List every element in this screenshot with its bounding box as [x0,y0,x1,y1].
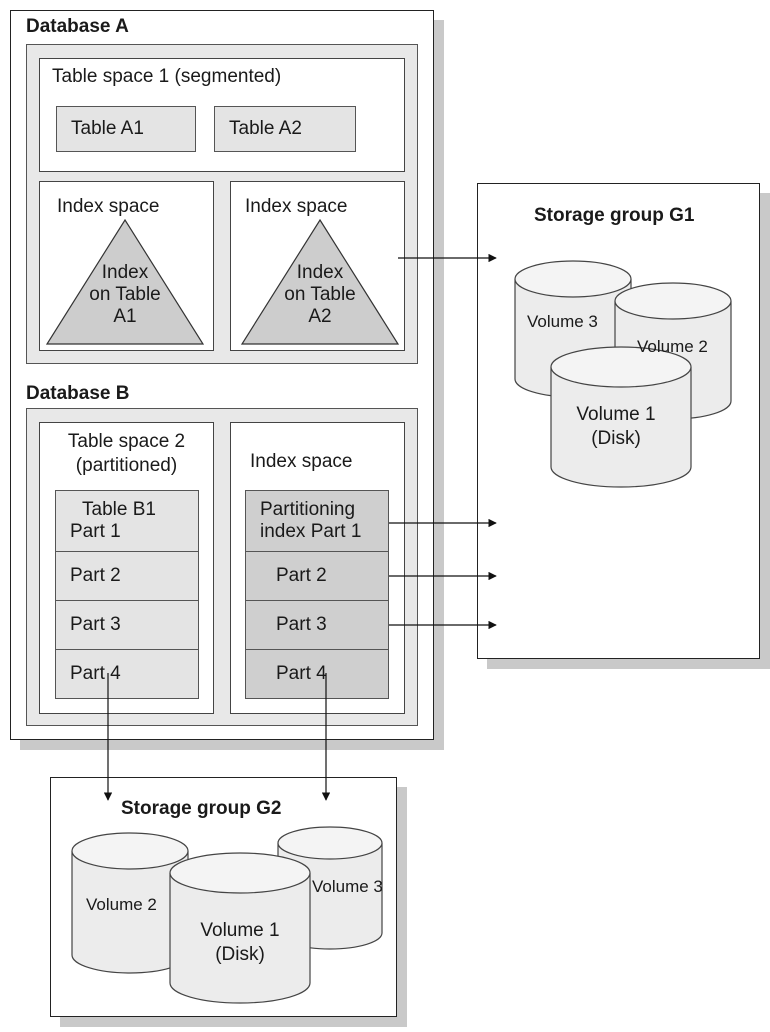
partition-index-part-2-label: Part 2 [276,565,327,586]
index-a1-line2: on Table [89,284,161,305]
partition-index-part-1-line1: Partitioning [260,499,356,520]
database-b-title: Database B [26,383,130,404]
storage-group-g2-volumes [71,826,383,1004]
index-space-a2-title: Index space [245,196,348,217]
index-a1-line3: A1 [113,306,137,327]
table-a2: Table A2 [214,106,356,152]
table-b1-part-1-line1: Table B1 [82,499,156,520]
g2-volume-1-label: Volume 1 (Disk) [185,919,295,967]
g1-volume-3-label: Volume 3 [527,312,598,331]
g2-volume-2-label: Volume 2 [86,895,157,914]
index-a1-label: Index on Table A1 [75,262,175,328]
partition-index-part-3-label: Part 3 [276,614,327,635]
table-a1: Table A1 [56,106,196,152]
database-a-title: Database A [26,16,129,37]
table-a2-label: Table A2 [229,118,302,139]
table-b1-part-2-label: Part 2 [70,565,121,586]
index-a1-triangle [45,218,205,345]
storage-group-g2-title: Storage group G2 [121,798,282,819]
storage-group-g1-title: Storage group G1 [534,205,695,226]
g2-volume-2-cylinder [71,832,189,974]
g2-volume-1-line1: Volume 1 [200,920,280,941]
storage-group-g1-volumes [514,260,732,488]
table-b1-part-4-label: Part 4 [70,663,121,684]
index-a1-triangle-graphic [45,218,205,345]
partition-index-part-3: Part 3 [245,600,389,650]
table-b1-part-4: Part 4 [55,649,199,699]
index-space-b-title: Index space [250,451,353,472]
table-space-2-title-line1: Table space 2 [67,431,186,452]
g2-volume-1-line2: (Disk) [215,944,265,965]
table-b1-part-2: Part 2 [55,551,199,601]
g1-volume-1-cylinder [550,346,692,488]
index-a1-line1: Index [101,262,149,283]
table-space-2-title: Table space 2 (partitioned) [39,430,214,478]
table-b1-part-3: Part 3 [55,600,199,650]
partition-index-part-4: Part 4 [245,649,389,699]
index-a2-line2: on Table [284,284,356,305]
g2-volume-1-cylinder [169,852,311,1004]
g1-volume-1-line1: Volume 1 [576,404,656,425]
partition-index-part-1-line2: index Part 1 [260,521,362,542]
table-space-2-title-line2: (partitioned) [75,455,178,476]
g1-volume-2-label: Volume 2 [637,337,708,356]
index-space-a1-title: Index space [57,196,160,217]
index-a2-label: Index on Table A2 [270,262,370,328]
partition-index-part-2: Part 2 [245,551,389,601]
table-b1-part-3-label: Part 3 [70,614,121,635]
partition-index-part-1: Partitioning index Part 1 [245,490,389,552]
table-a1-label: Table A1 [71,118,144,139]
index-a2-line3: A2 [308,306,332,327]
g2-volume-3-label: Volume 3 [312,877,383,896]
g1-volume-1-label: Volume 1 (Disk) [561,403,671,451]
g1-volume-1-line2: (Disk) [591,428,641,449]
table-b1-part-1: Table B1 Part 1 [55,490,199,552]
index-a2-line1: Index [296,262,344,283]
table-b1-part-1-line2: Part 1 [70,521,121,542]
table-space-1-title: Table space 1 (segmented) [52,66,282,87]
index-a2-triangle-graphic [240,218,400,345]
partition-index-part-4-label: Part 4 [276,663,327,684]
index-a2-triangle [240,218,400,345]
